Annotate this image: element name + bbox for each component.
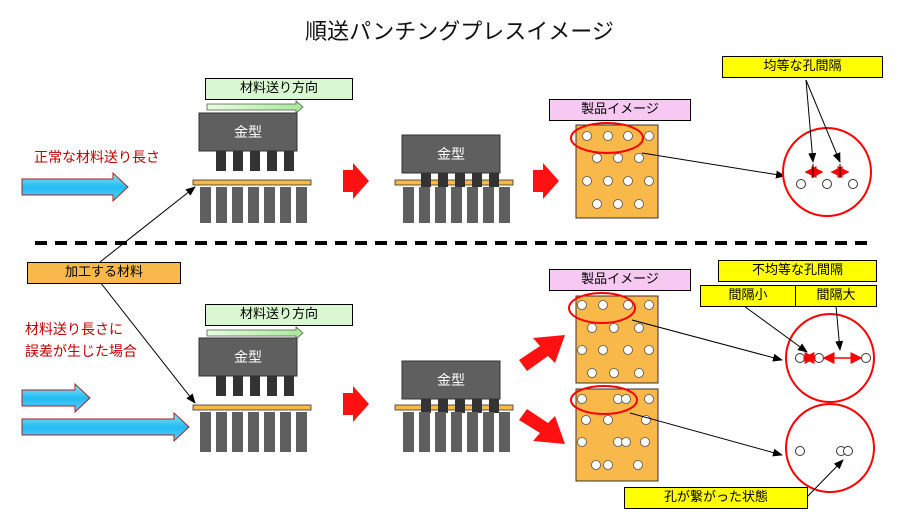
unequal-spacing-label: 不均等な孔間隔 [718, 260, 877, 282]
material-label: 加工する材料 [27, 262, 181, 284]
zoom-circle-equal [782, 127, 872, 217]
normal-feed-label: 正常な材料送り長さ [34, 150, 160, 166]
zoom-circle-unequal [785, 313, 875, 403]
process-arrow-bottom-3 [519, 409, 565, 444]
spacing-small-label: 間隔小 [700, 285, 796, 307]
page-title: 順送パンチングプレスイメージ [305, 20, 614, 45]
product-top [570, 122, 659, 219]
die-label: 金型 [437, 147, 465, 163]
feed-direction-arrow-bottom [206, 326, 304, 340]
die-top-2: 金型 [394, 134, 514, 223]
die-bottom-2: 金型 [394, 360, 514, 452]
process-arrow-top-1 [343, 163, 369, 199]
die-label: 金型 [234, 125, 262, 141]
die-label: 金型 [437, 373, 465, 389]
product-bottom-long [570, 385, 659, 482]
feed-error-line2: 誤差が生じた場合 [25, 344, 137, 360]
spacing-large-label: 間隔大 [795, 285, 877, 307]
product-image-label-top: 製品イメージ [549, 99, 691, 121]
holes-joined-label: 孔が繋がった状態 [624, 487, 808, 509]
die-bottom-1: 金型 [198, 337, 298, 396]
feed-arrow-long [21, 411, 190, 443]
product-image-label-bottom: 製品イメージ [549, 269, 691, 291]
process-arrow-bottom-1 [343, 386, 369, 422]
process-arrow-top-2 [533, 163, 559, 199]
feed-error-line1: 材料送り長さに [25, 322, 123, 338]
die-label: 金型 [234, 350, 262, 366]
lower-die-top-1 [200, 187, 307, 223]
feed-direction-arrow-top [206, 100, 304, 114]
feed-direction-label-top: 材料送り方向 [205, 78, 353, 100]
material-sheet-top-1 [192, 179, 312, 186]
zoom-circle-joined [785, 403, 875, 493]
product-bottom-short [568, 292, 659, 384]
process-arrow-bottom-2 [519, 335, 565, 371]
feed-direction-label-bottom: 材料送り方向 [205, 304, 353, 326]
lower-die-bottom-1 [200, 412, 307, 452]
feed-arrow-short [21, 382, 91, 414]
feed-arrow-top [21, 171, 129, 203]
equal-spacing-label: 均等な孔間隔 [722, 56, 883, 78]
die-top-1: 金型 [198, 112, 298, 171]
